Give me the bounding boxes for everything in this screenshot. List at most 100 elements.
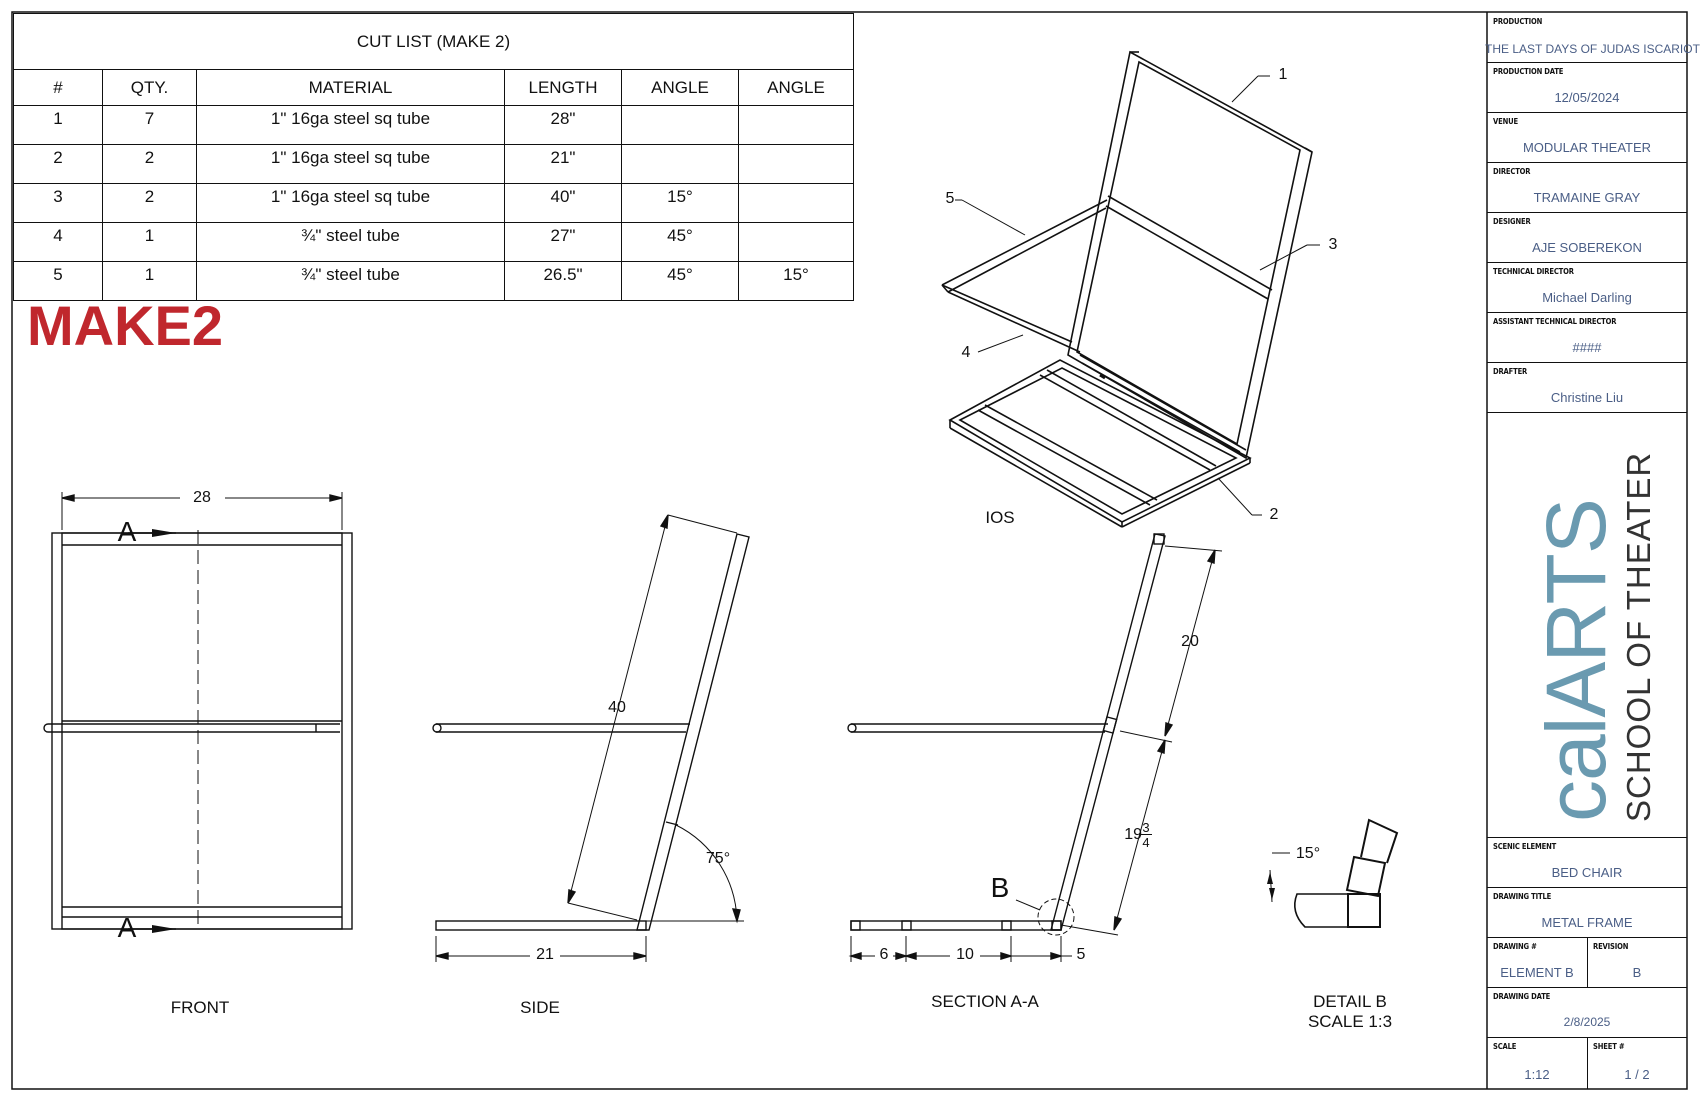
cell-number: 3 [13, 183, 103, 223]
tb-assistant-technical-director: ASSISTANT TECHNICAL DIRECTOR #### [1487, 312, 1687, 363]
tb-atd-key: ASSISTANT TECHNICAL DIRECTOR [1493, 317, 1617, 326]
side-base-dimension: 21 [536, 946, 554, 963]
cell-qty: 7 [102, 105, 197, 145]
tb-scenic-key: SCENIC ELEMENT [1493, 842, 1557, 851]
cell-angle-2 [738, 144, 854, 184]
tb-scenic-value: BED CHAIR [1551, 865, 1623, 880]
callout-1: 1 [1278, 66, 1288, 83]
side-length-dimension: 40 [608, 699, 626, 716]
section-lower-dimension-denominator: 4 [1142, 835, 1150, 850]
tb-designer: DESIGNER AJE SOBEREKON [1487, 212, 1687, 263]
cut-list-caption: CUT LIST (MAKE 2) [13, 13, 854, 70]
table-row: 3 2 1" 16ga steel sq tube 40" 15° [13, 183, 854, 223]
col-header-material: MATERIAL [196, 69, 505, 106]
tb-drafter: DRAFTER Christine Liu [1487, 362, 1687, 413]
tb-production-key: PRODUCTION [1493, 17, 1543, 26]
tb-sheet-key: SHEET # [1593, 1042, 1625, 1051]
cell-length: 27" [504, 222, 622, 262]
tb-drawing-number-row: DRAWING # ELEMENT B REVISION B [1487, 937, 1687, 988]
cell-length: 26.5" [504, 261, 622, 301]
tb-drafter-key: DRAFTER [1493, 367, 1528, 376]
tb-scale-key: SCALE [1493, 1042, 1517, 1051]
detail-angle-dimension: 15° [1295, 845, 1321, 862]
tb-director: DIRECTOR TRAMAINE GRAY [1487, 162, 1687, 213]
tb-logo-area [1487, 412, 1687, 838]
section-upper-dimension: 20 [1181, 633, 1199, 650]
cell-length: 21" [504, 144, 622, 184]
callout-3: 3 [1328, 236, 1338, 253]
cell-angle-1: 45° [621, 261, 739, 301]
cell-angle-1 [621, 105, 739, 145]
front-view-drawing [43, 492, 353, 933]
cell-number: 4 [13, 222, 103, 262]
tb-drawing-title-key: DRAWING TITLE [1493, 892, 1552, 901]
tb-td-value: Michael Darling [1542, 290, 1632, 305]
tb-scale-value: 1:12 [1524, 1067, 1550, 1082]
detail-marker: B [990, 872, 1010, 903]
detail-view-label: DETAIL B [1313, 992, 1387, 1011]
tb-director-key: DIRECTOR [1493, 167, 1531, 176]
tb-production-value: THE LAST DAYS OF JUDAS ISCARIOT [1485, 42, 1700, 56]
cell-angle-2 [738, 105, 854, 145]
front-view-label: FRONT [170, 998, 230, 1017]
tb-technical-director: TECHNICAL DIRECTOR Michael Darling [1487, 262, 1687, 313]
cell-number: 2 [13, 144, 103, 184]
tb-production-date-value: 12/05/2024 [1554, 90, 1620, 105]
front-width-dimension: 28 [193, 489, 211, 506]
section-lower-dimension-whole: 19 [1124, 826, 1142, 843]
detail-view-drawing [1267, 818, 1399, 928]
side-view-label: SIDE [520, 998, 560, 1017]
cell-angle-2 [738, 183, 854, 223]
cell-material: 1" 16ga steel sq tube [196, 144, 505, 184]
callout-4: 4 [961, 344, 971, 361]
tb-scenic-element: SCENIC ELEMENT BED CHAIR [1487, 837, 1687, 888]
cell-qty: 1 [102, 222, 197, 262]
tb-drawing-title-value: METAL FRAME [1541, 915, 1633, 930]
table-row: 4 1 ¾" steel tube 27" 45° [13, 222, 854, 262]
cell-material: 1" 16ga steel sq tube [196, 105, 505, 145]
tb-drawing-num-value: ELEMENT B [1500, 965, 1574, 980]
tb-drawing-title: DRAWING TITLE METAL FRAME [1487, 887, 1687, 938]
col-header-angle-2: ANGLE [738, 69, 854, 106]
cell-qty: 1 [102, 261, 197, 301]
tb-scale-sheet-row: SCALE 1:12 SHEET # 1 / 2 [1487, 1037, 1687, 1089]
cell-angle-2 [738, 222, 854, 262]
section-view-label: SECTION A-A [931, 992, 1039, 1011]
tb-drawing-date-value: 2/8/2025 [1563, 1015, 1611, 1029]
tb-venue: VENUE MODULAR THEATER [1487, 112, 1687, 163]
tb-sheet-value: 1 / 2 [1624, 1067, 1650, 1082]
iso-view-label: IOS [985, 508, 1015, 527]
tb-production-date: PRODUCTION DATE 12/05/2024 [1487, 62, 1687, 113]
tb-revision-key: REVISION [1593, 942, 1629, 951]
tb-drawing-date: DRAWING DATE 2/8/2025 [1487, 987, 1687, 1038]
tb-revision-value: B [1632, 965, 1642, 980]
cell-angle-1 [621, 144, 739, 184]
cell-angle-1: 15° [621, 183, 739, 223]
col-header-length: LENGTH [504, 69, 622, 106]
section-marker-top: A [117, 516, 137, 547]
cut-list-table: CUT LIST (MAKE 2) # QTY. MATERIAL LENGTH… [13, 13, 854, 301]
detail-scale-label: SCALE 1:3 [1307, 1012, 1393, 1031]
cell-material: ¾" steel tube [196, 261, 505, 301]
table-row: 2 2 1" 16ga steel sq tube 21" [13, 144, 854, 184]
section-view-drawing [847, 533, 1223, 962]
cell-number: 1 [13, 105, 103, 145]
isometric-view-drawing [941, 50, 1320, 528]
cell-material: ¾" steel tube [196, 222, 505, 262]
calarts-logo: calARTS SCHOOL OF THEATER [1487, 412, 1687, 837]
cell-length: 28" [504, 105, 622, 145]
cell-material: 1" 16ga steel sq tube [196, 183, 505, 223]
make-quantity-label: MAKE2 [27, 294, 224, 357]
tb-designer-key: DESIGNER [1493, 217, 1531, 226]
tb-drawing-date-key: DRAWING DATE [1493, 992, 1551, 1001]
callout-2: 2 [1269, 506, 1279, 523]
tb-atd-value: #### [1572, 340, 1602, 355]
cell-number: 5 [13, 261, 103, 301]
logo-sub-text: SCHOOL OF THEATER [1620, 452, 1657, 822]
table-row: 5 1 ¾" steel tube 26.5" 45° 15° [13, 261, 854, 301]
col-header-number: # [13, 69, 103, 106]
cell-length: 40" [504, 183, 622, 223]
logo-main-text: calARTS [1529, 499, 1623, 822]
tb-drafter-value: Christine Liu [1550, 390, 1624, 405]
